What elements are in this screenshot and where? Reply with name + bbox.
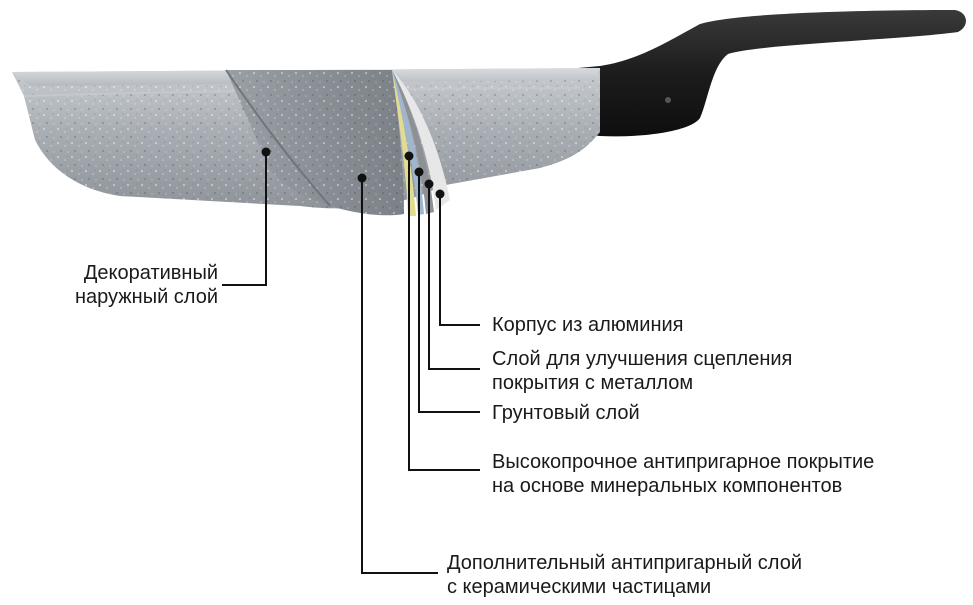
leader-dots [261, 147, 445, 199]
label-nonstick-ceramic-line-2: с керамическими частицами [447, 576, 712, 598]
dot-adhesion [424, 179, 434, 189]
dot-primer [414, 167, 424, 177]
label-primer-layer: Грунтовый слой [492, 401, 640, 425]
leader-decorative-outer [222, 152, 267, 286]
label-adhesion-layer-line-1: Слой для улучшения сцепления [492, 348, 793, 370]
label-decorative-outer: Декоративный наружный слой [75, 261, 218, 309]
dot-mineral [404, 151, 414, 161]
layer-aluminium [392, 70, 450, 210]
label-decorative-outer-line-2: наружный слой [74, 286, 218, 308]
dot-ceramic [357, 173, 367, 183]
label-nonstick-mineral: Высокопрочное антипригарное покрытие на … [492, 450, 874, 498]
label-aluminium-body-line-1: Корпус из алюминия [492, 314, 684, 336]
label-decorative-outer-line-1: Декоративный [83, 262, 218, 284]
label-nonstick-ceramic-line-1: Дополнительный антипригарный слой [447, 552, 802, 574]
label-primer-layer-line-1: Грунтовый слой [492, 402, 640, 424]
leader-aluminium [439, 194, 480, 326]
label-adhesion-layer-line-2: покрытия с металлом [492, 372, 694, 394]
leader-primer [418, 172, 480, 413]
leader-lines [222, 152, 480, 574]
label-nonstick-ceramic: Дополнительный антипригарный слой с кера… [447, 551, 802, 599]
layer-primer [392, 70, 424, 215]
layer-adhesion [392, 70, 434, 214]
dot-aluminium [435, 189, 445, 199]
pan-handle [578, 10, 966, 137]
label-aluminium-body: Корпус из алюминия [492, 313, 684, 337]
label-adhesion-layer: Слой для улучшения сцепления покрытия с … [492, 347, 792, 395]
label-nonstick-mineral-line-1: Высокопрочное антипригарное покрытие [492, 451, 875, 473]
leader-ceramic [361, 178, 438, 574]
label-nonstick-mineral-line-2: на основе минеральных компонентов [492, 475, 843, 497]
leader-adhesion [428, 184, 480, 370]
leader-mineral [408, 156, 480, 471]
dot-decorative-outer [261, 147, 271, 157]
